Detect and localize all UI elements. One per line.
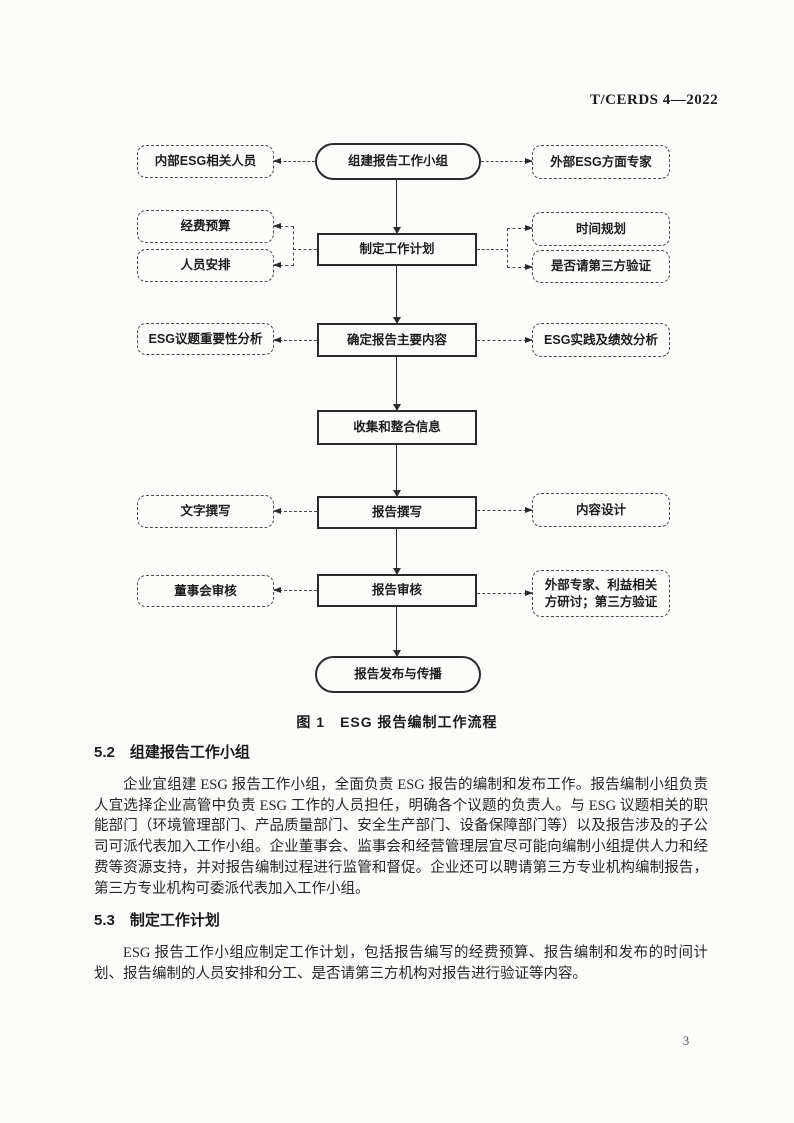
- flow-node-review: 报告审核: [317, 574, 477, 607]
- flow-node-text-writing: 文字撰写: [137, 495, 274, 528]
- flow-arrow-plan-to-content: [393, 266, 401, 324]
- flow-arrow-review-to-publish: [393, 607, 401, 657]
- flow-dash-plan-left-stub: [293, 249, 317, 250]
- flow-node-internal-staff: 内部ESG相关人员: [137, 145, 274, 178]
- flow-node-practice: ESG实践及绩效分析: [532, 323, 670, 357]
- figure-1-flowchart: 组建报告工作小组 制定工作计划 确定报告主要内容 收集和整合信息 报告撰写 报告…: [137, 143, 670, 693]
- section-title: 制定工作计划: [129, 912, 220, 930]
- flow-node-collect: 收集和整合信息: [317, 410, 477, 445]
- flow-dash-plan-to-budget: [273, 223, 294, 229]
- flow-dash-plan-to-schedule: [507, 225, 533, 231]
- flow-dash-write-to-content-design: [477, 507, 533, 513]
- flow-node-write: 报告撰写: [317, 496, 477, 529]
- flow-dash-plan-to-third-party: [507, 264, 533, 270]
- flow-dash-write-to-text-writing: [273, 508, 317, 514]
- flow-dash-start-to-external: [481, 158, 533, 164]
- flow-node-external-review: 外部专家、利益相关方研讨；第三方验证: [532, 570, 670, 617]
- body-text: 5.2 组建报告工作小组 企业宜组建 ESG 报告工作小组，全面负责 ESG 报告…: [94, 744, 708, 985]
- flow-node-plan: 制定工作计划: [317, 233, 477, 266]
- flow-node-publish: 报告发布与传播: [315, 656, 481, 693]
- flow-node-start: 组建报告工作小组: [315, 143, 481, 180]
- flow-node-external-experts: 外部ESG方面专家: [532, 145, 670, 179]
- flow-dash-plan-right-branch: [507, 228, 508, 268]
- doc-code: T/CERDS 4—2022: [590, 92, 719, 108]
- flow-dash-review-to-external-review: [477, 590, 533, 596]
- figure-caption: 图 1 ESG 报告编制工作流程: [296, 714, 498, 730]
- flow-arrow-content-to-collect: [393, 357, 401, 411]
- flow-node-content: 确定报告主要内容: [317, 323, 477, 357]
- section-5-3-paragraph: ESG 报告工作小组应制定工作计划，包括报告编写的经费预算、报告编制和发布的时间…: [94, 945, 708, 982]
- flow-arrow-collect-to-write: [393, 445, 401, 497]
- flow-dash-start-to-internal: [273, 158, 315, 164]
- section-number: 5.2: [94, 744, 115, 761]
- flow-dash-plan-right-stub: [477, 249, 508, 250]
- section-heading-5-2: 5.2 组建报告工作小组: [94, 744, 708, 762]
- flow-node-schedule: 时间规划: [532, 212, 670, 246]
- flow-node-third-party-verify: 是否请第三方验证: [532, 250, 670, 283]
- section-5-2-paragraph: 企业宜组建 ESG 报告工作小组，全面负责 ESG 报告的编制和发布工作。报告编…: [94, 777, 708, 897]
- flow-arrow-write-to-review: [393, 529, 401, 575]
- flow-dash-plan-left-branch: [293, 226, 294, 266]
- flow-dash-plan-to-staffing: [273, 262, 294, 268]
- section-number: 5.3: [94, 912, 115, 930]
- flow-dash-content-to-practice: [477, 337, 533, 343]
- flow-node-board-review: 董事会审核: [137, 575, 274, 607]
- flow-node-staffing: 人员安排: [137, 249, 274, 282]
- page-number: 3: [682, 1033, 690, 1048]
- flow-arrow-start-to-plan: [393, 180, 401, 234]
- flow-dash-review-to-board: [273, 587, 317, 593]
- flow-node-materiality: ESG议题重要性分析: [137, 323, 274, 355]
- section-title: 组建报告工作小组: [129, 744, 250, 761]
- section-heading-5-3: 5.3 制定工作计划: [94, 912, 708, 930]
- flow-node-content-design: 内容设计: [532, 493, 670, 527]
- flow-node-budget: 经费预算: [137, 210, 274, 243]
- flow-dash-content-to-materiality: [273, 337, 317, 343]
